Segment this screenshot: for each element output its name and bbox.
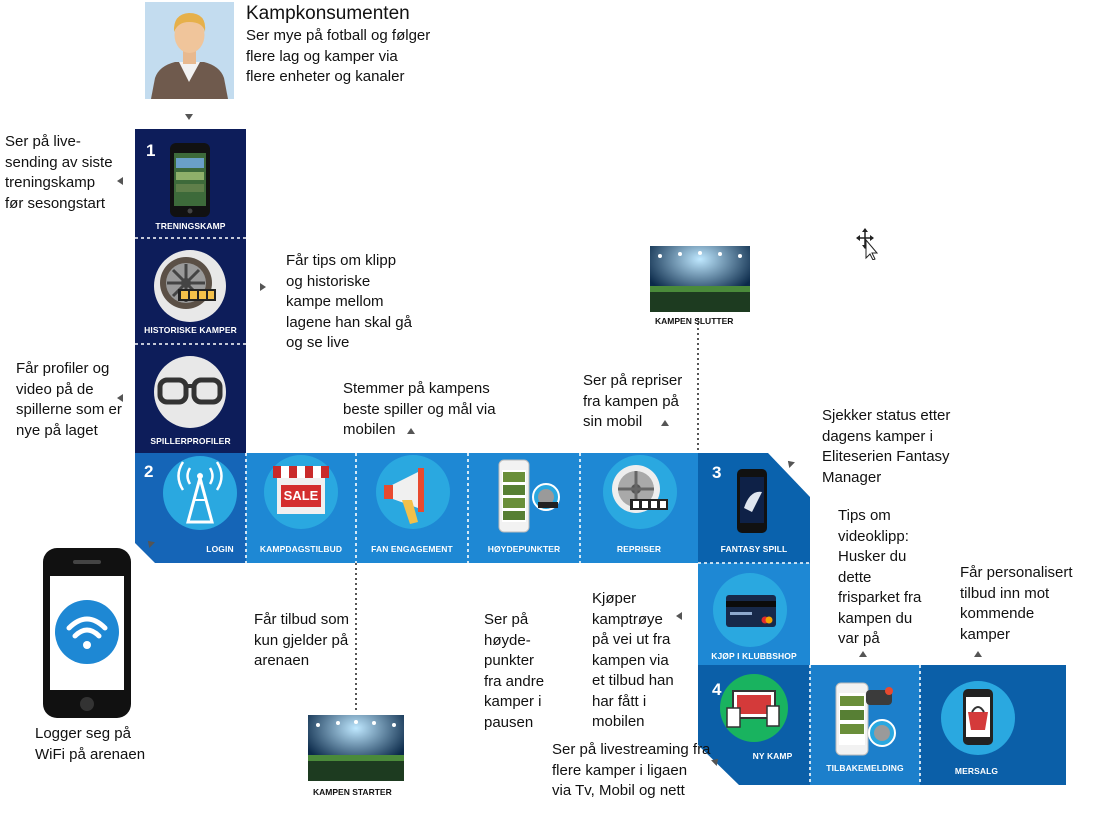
- note-kampdagstilbud: Får tilbud som kun gjelder på arenaen: [254, 611, 350, 669]
- wifi-tower-icon: [163, 456, 237, 530]
- persona-title: Kampkonsumenten: [246, 3, 410, 24]
- devices-icon: [720, 674, 788, 742]
- move-cursor-icon: [856, 228, 878, 260]
- stadium-end-image: [650, 246, 750, 312]
- note-historiske: Får tips om klipp og historiske kampe me…: [286, 252, 412, 351]
- note-spillerprofiler: Får profiler og video på de spillerne so…: [16, 360, 122, 439]
- feedback-phone-icon: [835, 682, 896, 756]
- arrow-fan-engagement: [407, 428, 415, 434]
- tile-fan-engagement: FAN ENGAGEMENT: [371, 544, 453, 554]
- tile-mersalg: MERSALG: [954, 766, 999, 776]
- persona-description: Ser mye på fotball og følger flere lag o…: [246, 27, 431, 85]
- tile-ny-kamp: NY KAMP: [752, 751, 793, 761]
- film-reel-icon: [154, 250, 226, 322]
- step-1-number: 1: [146, 141, 156, 160]
- arrow-treningskamp: [117, 177, 123, 185]
- glasses-icon: [154, 356, 226, 428]
- tile-kjop-i-klubbshop: KJØP I KLUBBSHOP: [711, 651, 797, 661]
- tile-spillerprofiler: SPILLERPROFILER: [150, 436, 231, 446]
- fantasy-phone-icon: [737, 469, 767, 533]
- separators: [135, 237, 921, 785]
- caption-kampen-slutter: KAMPEN SLUTTER: [655, 316, 734, 326]
- note-mersalg: Får personalisert tilbud inn mot kommend…: [960, 564, 1073, 643]
- arrow-spillerprofiler: [117, 394, 123, 402]
- tile-kampdagstilbud: KAMPDAGSTILBUD: [259, 544, 343, 554]
- caption-kampen-starter: KAMPEN STARTER: [313, 787, 392, 797]
- arrow-klubbshop: [676, 612, 682, 620]
- note-hoydepunkter: Ser på høyde- punkter fra andre kamper i…: [484, 611, 545, 731]
- arrow-videoklipp: [859, 651, 867, 657]
- note-klubbshop: Kjøper kamptrøye på vei ut fra kampen vi…: [592, 590, 674, 730]
- person-avatar-icon: [145, 2, 234, 99]
- note-wifi: Logger seg på WiFi på arenaen: [35, 725, 146, 763]
- note-fantasy: Sjekker status etter dagens kamper i Eli…: [822, 407, 951, 486]
- shopping-basket-icon: [941, 681, 1015, 755]
- arrow-mersalg: [974, 651, 982, 657]
- tile-tilbakemelding: TILBAKEMELDING: [826, 763, 904, 773]
- step-3-number: 3: [712, 463, 722, 482]
- wifi-phone-image: [43, 548, 131, 718]
- note-repriser: Ser på repriser fra kampen på sin mobil: [583, 372, 683, 430]
- tile-historiske-kamper: HISTORISKE KAMPER: [144, 325, 237, 335]
- note-treningskamp: Ser på live- sending av siste treningska…: [5, 133, 113, 212]
- step-4-number: 4: [712, 680, 722, 699]
- arrow-persona-down: [185, 114, 193, 120]
- tile-fantasy-spill: FANTASY SPILL: [720, 544, 788, 554]
- phone-treningskamp-icon: [170, 143, 210, 217]
- replay-reel-icon: [603, 455, 677, 529]
- sale-shop-icon: [264, 455, 338, 529]
- arrow-historiske: [260, 283, 266, 291]
- tile-login: LOGIN: [206, 544, 234, 554]
- tile-treningskamp: TRENINGSKAMP: [155, 221, 226, 231]
- tile-repriser: REPRISER: [616, 544, 662, 554]
- wifi-icon: [55, 600, 119, 664]
- note-videoklipp: Tips om videoklipp: Husker du dette fris…: [838, 507, 922, 647]
- arrow-repriser: [661, 420, 669, 426]
- stadium-start-image: [308, 715, 404, 781]
- note-fan-engagement: Stemmer på kampens beste spiller og mål …: [343, 380, 496, 438]
- highlights-phone-icon: [498, 459, 560, 533]
- note-livestreaming: Ser på livestreaming fra flere kamper i …: [552, 741, 711, 799]
- tile-hoydepunkter: HØYDEPUNKTER: [487, 544, 561, 554]
- credit-card-icon: [713, 573, 787, 647]
- persona-avatar: [145, 2, 234, 99]
- step-2-number: 2: [144, 462, 154, 481]
- sale-sign: SALE: [283, 488, 319, 503]
- megaphone-icon: [376, 455, 450, 529]
